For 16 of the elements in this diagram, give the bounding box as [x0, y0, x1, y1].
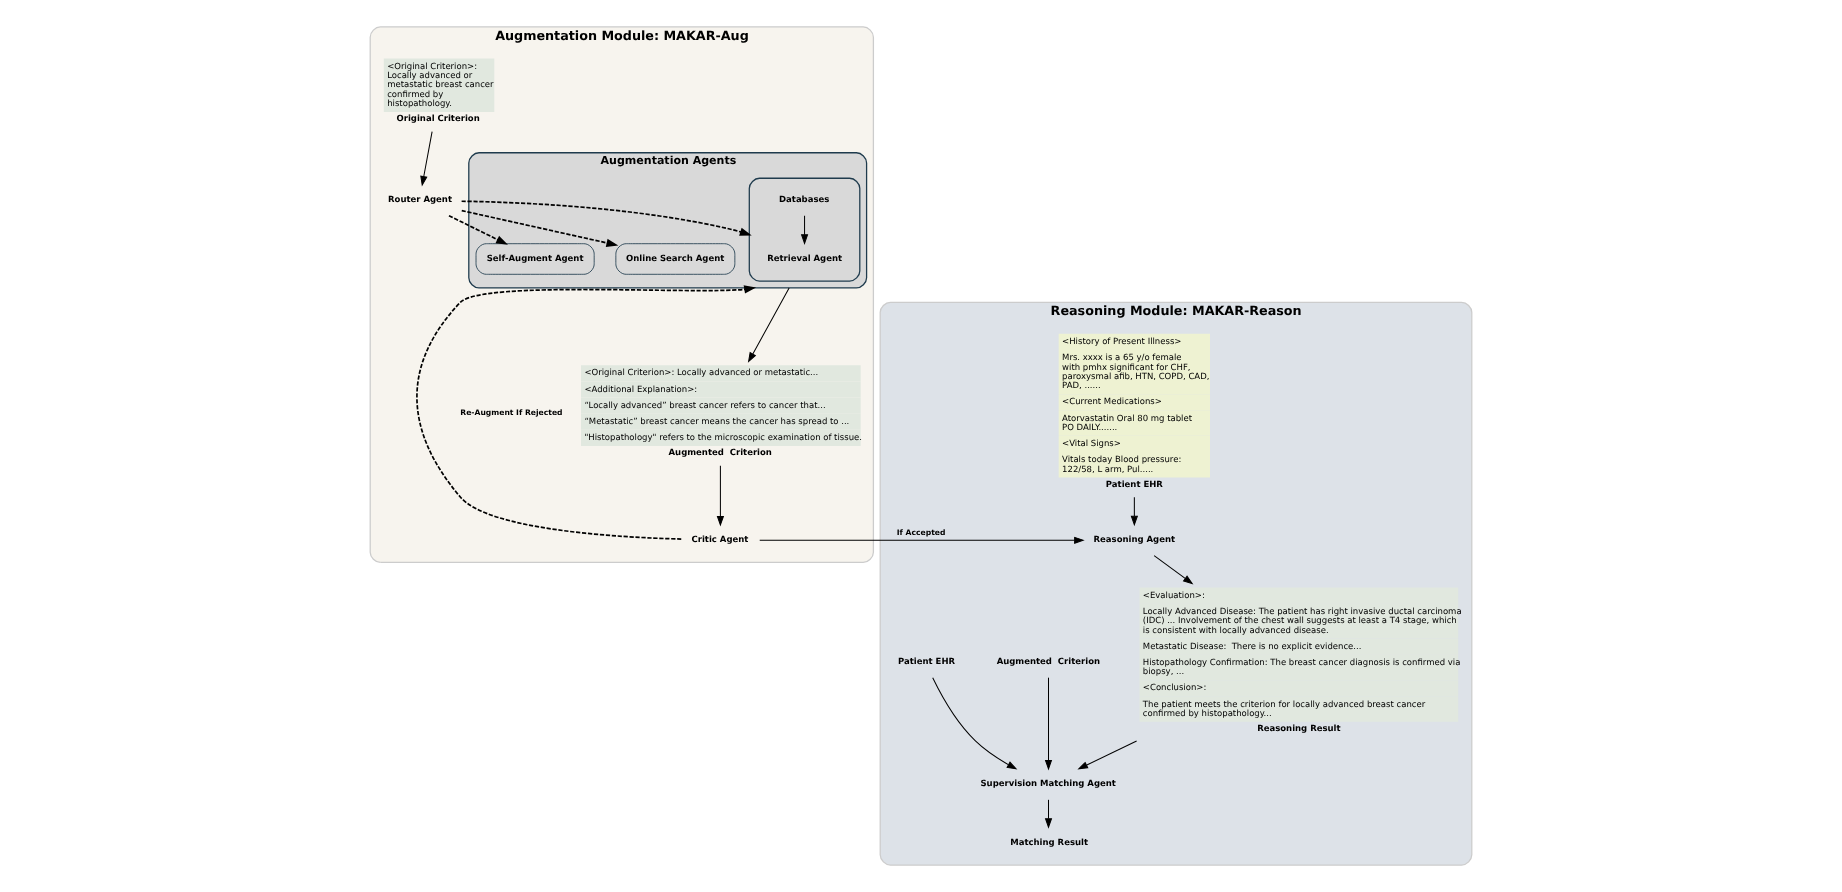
arrow: [932, 677, 1018, 770]
arrow: [1077, 740, 1138, 770]
arrow: [800, 215, 809, 245]
cluster: [748, 177, 861, 282]
arrow: [460, 209, 619, 247]
arrow: [1044, 799, 1053, 829]
arrow: [1130, 496, 1139, 527]
arrow: [1044, 677, 1053, 771]
arrow: [448, 214, 508, 245]
arrow: [759, 536, 1085, 545]
arrow: [420, 131, 433, 187]
arrow: [460, 200, 752, 236]
arrow: [716, 465, 725, 527]
arrow: [747, 287, 790, 363]
arrow: [1153, 555, 1194, 585]
arrow: [416, 285, 757, 540]
